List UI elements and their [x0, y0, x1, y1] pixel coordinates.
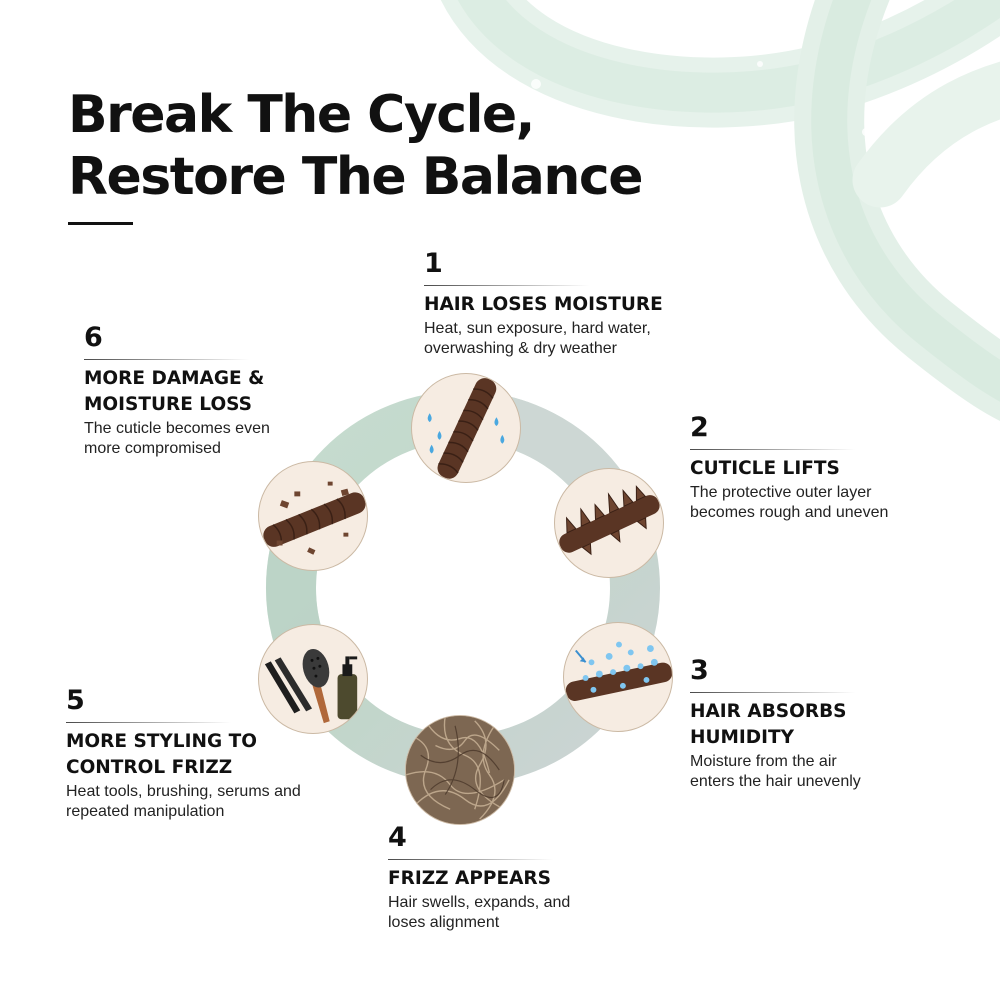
node-5	[258, 624, 368, 734]
step-3-description: Moisture from the air enters the hair un…	[690, 752, 990, 792]
step-5-description: Heat tools, brushing, serums and repeate…	[66, 782, 366, 822]
step-5: 5 MORE STYLING TO CONTROL FRIZZ Heat too…	[66, 685, 366, 822]
step-2-desc-line: The protective outer layer	[690, 484, 872, 501]
step-4-description: Hair swells, expands, and loses alignmen…	[388, 893, 688, 933]
step-1-rule	[424, 285, 589, 286]
step-5-heading-line: CONTROL FRIZZ	[66, 757, 233, 778]
step-4-heading: FRIZZ APPEARS	[388, 866, 688, 892]
step-3-number: 3	[690, 655, 709, 686]
step-5-rule	[66, 722, 231, 723]
step-6-desc-line: The cuticle becomes even	[84, 420, 270, 437]
step-2-desc-line: becomes rough and uneven	[690, 504, 889, 521]
step-6-description: The cuticle becomes even more compromise…	[84, 419, 384, 459]
humidity-strand-icon	[565, 641, 672, 701]
step-6-heading-line: MOISTURE LOSS	[84, 394, 252, 415]
step-2-heading: CUTICLE LIFTS	[690, 456, 990, 482]
node-6	[258, 461, 368, 571]
damaged-strand-icon	[263, 481, 366, 555]
step-1-description: Heat, sun exposure, hard water, overwash…	[424, 319, 724, 359]
step-3-heading-line: HAIR ABSORBS	[690, 701, 847, 722]
step-3-desc-line: enters the hair unevenly	[690, 773, 861, 790]
step-5-heading: MORE STYLING TO CONTROL FRIZZ	[66, 729, 366, 781]
step-2-description: The protective outer layer becomes rough…	[690, 483, 990, 523]
node-2	[554, 468, 664, 578]
lifted-cuticle-strand-icon	[559, 485, 660, 556]
step-4-rule	[388, 859, 553, 860]
step-1-desc-line: overwashing & dry weather	[424, 340, 617, 357]
step-6-desc-line: more compromised	[84, 440, 221, 457]
step-3-heading-line: HUMIDITY	[690, 727, 795, 748]
step-5-heading-line: MORE STYLING TO	[66, 731, 257, 752]
hair-brush-icon	[302, 648, 330, 724]
node-1	[411, 373, 521, 483]
step-1-desc-line: Heat, sun exposure, hard water,	[424, 320, 651, 337]
step-1-heading: HAIR LOSES MOISTURE	[424, 292, 724, 318]
step-3-heading: HAIR ABSORBS HUMIDITY	[690, 699, 990, 751]
styling-tools-icon	[264, 648, 358, 724]
node-4	[405, 715, 515, 825]
step-4-desc-line: loses alignment	[388, 914, 500, 931]
title-underline	[68, 222, 133, 225]
step-5-number: 5	[66, 685, 85, 716]
step-4-heading-line: FRIZZ APPEARS	[388, 868, 551, 889]
step-1: 1 HAIR LOSES MOISTURE Heat, sun exposure…	[424, 248, 724, 359]
step-2: 2 CUTICLE LIFTS The protective outer lay…	[690, 412, 990, 523]
flat-iron-icon	[264, 657, 313, 714]
step-4-number: 4	[388, 822, 407, 853]
node-3	[563, 622, 673, 732]
step-3: 3 HAIR ABSORBS HUMIDITY Moisture from th…	[690, 655, 990, 792]
step-3-desc-line: Moisture from the air	[690, 753, 837, 770]
step-4-desc-line: Hair swells, expands, and	[388, 894, 571, 911]
step-6-heading: MORE DAMAGE & MOISTURE LOSS	[84, 366, 384, 418]
serum-bottle-icon	[337, 656, 358, 720]
step-1-number: 1	[424, 248, 443, 279]
step-2-rule	[690, 449, 855, 450]
step-2-number: 2	[690, 412, 709, 443]
step-6: 6 MORE DAMAGE & MOISTURE LOSS The cuticl…	[84, 322, 384, 459]
page-title: Break The Cycle, Restore The Balance	[68, 84, 643, 208]
step-6-rule	[84, 359, 249, 360]
dry-hair-strand-icon	[427, 378, 505, 479]
step-6-number: 6	[84, 322, 103, 353]
title-line-2: Restore The Balance	[68, 147, 643, 207]
step-2-heading-line: CUTICLE LIFTS	[690, 458, 840, 479]
step-3-rule	[690, 692, 855, 693]
step-4: 4 FRIZZ APPEARS Hair swells, expands, an…	[388, 822, 688, 933]
title-line-1: Break The Cycle,	[68, 85, 535, 145]
step-5-desc-line: repeated manipulation	[66, 803, 225, 820]
frizzy-hair-icon	[406, 716, 514, 824]
step-5-desc-line: Heat tools, brushing, serums and	[66, 783, 301, 800]
step-1-heading-line: HAIR LOSES MOISTURE	[424, 294, 663, 315]
step-6-heading-line: MORE DAMAGE &	[84, 368, 265, 389]
